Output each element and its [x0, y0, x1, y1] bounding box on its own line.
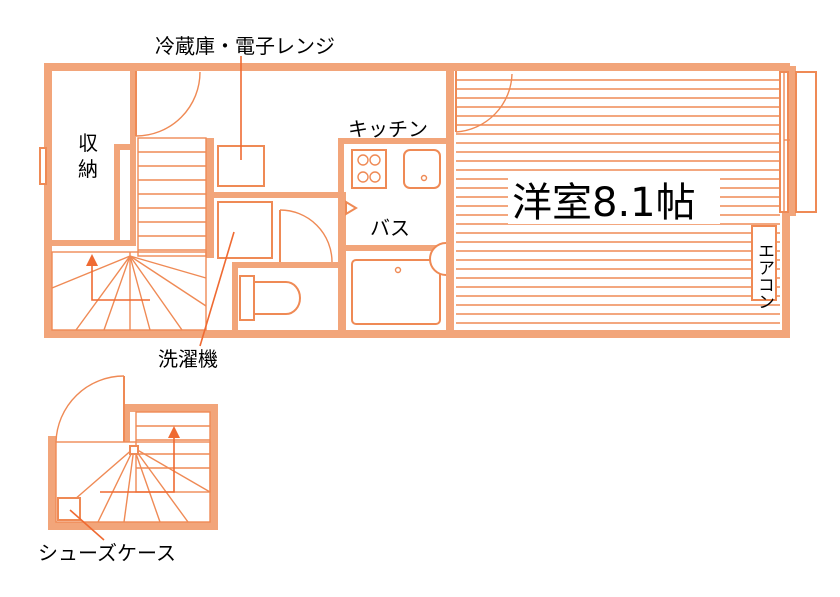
lower-entry-door	[55, 375, 125, 443]
washroom-door	[279, 209, 333, 263]
stove	[351, 149, 387, 189]
bathtub	[351, 242, 447, 325]
lower-landing-walls	[48, 404, 218, 530]
winder-stairs	[51, 251, 207, 331]
toilet	[239, 275, 301, 321]
shoe-case-leader	[69, 509, 105, 541]
label-kitchen: キッチン	[348, 117, 428, 141]
washer-leader	[199, 231, 235, 347]
aircon-unit	[751, 225, 777, 301]
sink	[403, 149, 441, 189]
balcony-window	[779, 71, 817, 213]
label-storage-line2: 納	[78, 157, 98, 181]
label-fridge-microwave: 冷蔵庫・電子レンジ	[155, 34, 335, 58]
label-aircon: エアコン	[754, 242, 774, 310]
label-western-room-bg	[508, 176, 720, 224]
label-bath: バス	[370, 216, 410, 240]
storage-door	[135, 71, 201, 137]
western-room-door	[455, 71, 513, 133]
label-western-room: 洋室8.1帖	[512, 180, 696, 226]
label-storage-line1: 収	[78, 131, 98, 155]
washer-space	[217, 201, 273, 259]
kitchen-counter	[351, 149, 441, 189]
bath-door-marker	[345, 200, 358, 216]
label-washing-machine: 洗濯機	[158, 347, 218, 371]
lower-winder-stairs	[55, 411, 211, 523]
main-stairs	[137, 137, 207, 257]
label-shoe-case: シューズケース	[38, 541, 176, 565]
left-window	[39, 147, 47, 185]
